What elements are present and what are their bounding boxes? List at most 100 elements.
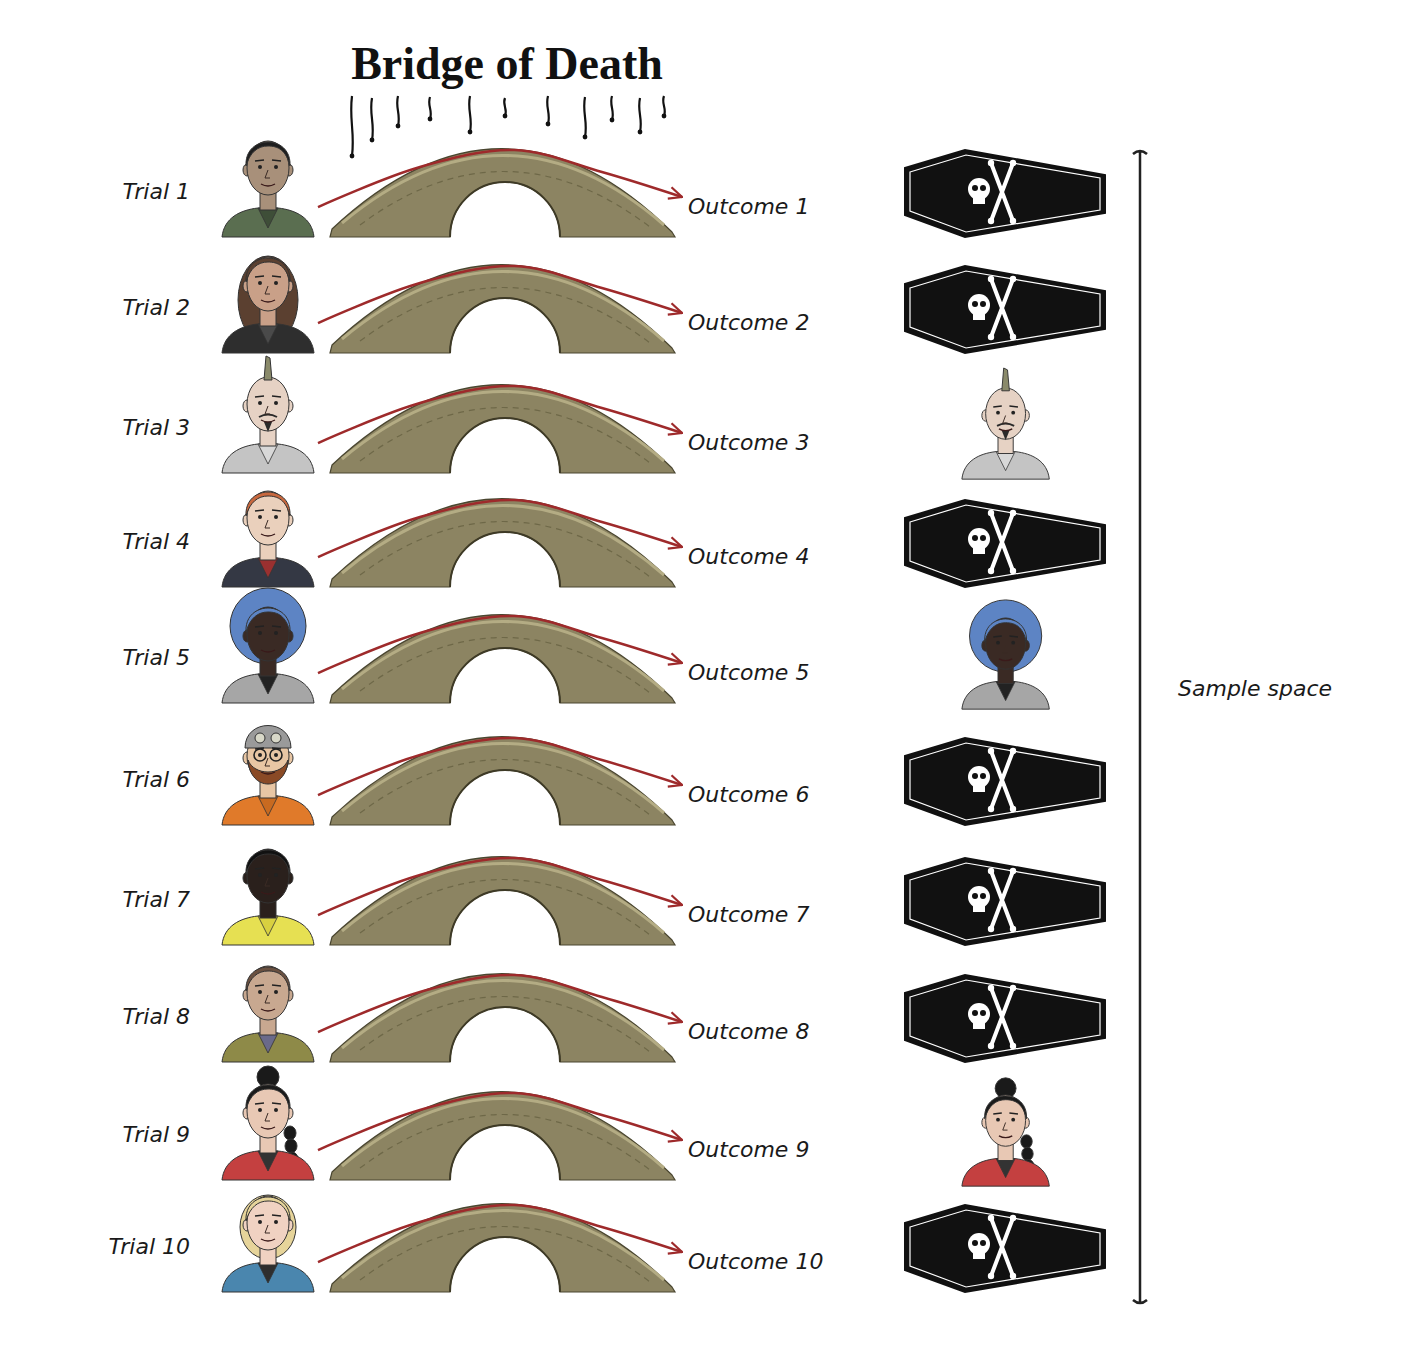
trial-box: Trial 9 [80, 1090, 318, 1180]
coffin-icon [905, 738, 1105, 825]
coffin-icon [1010, 1273, 1016, 1279]
face-illustration [258, 873, 262, 877]
face-illustration [985, 1096, 1027, 1119]
face-illustration [996, 1159, 1015, 1178]
face-illustration [258, 796, 278, 816]
bridge-illustration [342, 1210, 664, 1280]
face-illustration [999, 429, 1012, 431]
face-illustration [254, 749, 266, 761]
coffin-icon [1010, 334, 1016, 340]
face-illustration [274, 401, 278, 405]
face-illustration [258, 165, 262, 169]
coffin-icon [973, 197, 985, 204]
node-text: Outcome 8 [688, 1019, 809, 1045]
face-illustration [962, 600, 1049, 709]
trial-arrow [318, 1093, 682, 1150]
bridge-illustration [330, 737, 675, 825]
face-illustration [258, 515, 262, 519]
face-illustration [222, 1033, 314, 1062]
face-illustration [245, 726, 291, 749]
title-drips [396, 124, 401, 129]
bridge-illustration [360, 287, 650, 343]
face-illustration [240, 1195, 296, 1259]
face-illustration [993, 635, 1018, 637]
face-illustration [258, 324, 278, 344]
coffin-icon [968, 1003, 990, 1025]
face-illustration [258, 444, 278, 464]
coffin-icon [988, 218, 994, 224]
bridge-illustration [330, 385, 675, 473]
face-illustration [274, 165, 278, 169]
node-text: Outcome 10 [688, 1249, 823, 1275]
coffin-icon [991, 871, 1013, 929]
face-illustration [265, 170, 270, 178]
coffin-icon [905, 1205, 1105, 1292]
coffin-icon [1010, 1215, 1016, 1221]
trial-box: Trial 10 [80, 1202, 318, 1292]
bridge-illustration [360, 1226, 650, 1282]
coffin-icon [905, 858, 1105, 945]
coffin-icon [905, 266, 1105, 353]
bridge-illustration [360, 407, 650, 463]
bridge-illustration [450, 1125, 560, 1180]
coffin-icon [1010, 1043, 1016, 1049]
coffin-icon [1010, 568, 1016, 574]
trial-arrow [318, 266, 682, 323]
coffin-icon [910, 980, 1100, 1057]
coffin-icon [968, 528, 990, 550]
trial-box: Trial 3 [80, 383, 318, 473]
coffin-icon [968, 886, 990, 908]
title-drips [351, 96, 353, 156]
coffin-icon [905, 975, 1105, 1062]
node-text: Outcome 1 [688, 194, 809, 220]
face-illustration [248, 760, 288, 784]
outcome-box: Outcome 5 [682, 657, 815, 689]
node-text: Trial 5 [123, 645, 190, 671]
trial-arrow [318, 975, 682, 1032]
outcome-box: Outcome 4 [682, 541, 815, 573]
face-illustration [274, 753, 278, 757]
bridge-illustration [450, 1007, 560, 1062]
title-drips [662, 114, 667, 119]
face-illustration [222, 1151, 314, 1180]
title-drips [546, 122, 551, 127]
face-illustration [222, 726, 314, 826]
title-drips [611, 96, 613, 120]
title-drips [584, 97, 586, 137]
coffin-icon [991, 751, 1013, 809]
node-text: Trial 9 [123, 1122, 190, 1148]
bridge-illustration [342, 391, 664, 461]
coffin-icon [980, 773, 986, 779]
coffin-icon [1010, 748, 1016, 754]
outcome-box: Outcome 6 [682, 779, 815, 811]
face-illustration [258, 674, 278, 694]
coffin-icon [905, 975, 1105, 1062]
coffin-icon [968, 766, 990, 788]
coffin-icon [905, 738, 1105, 825]
node-text: Trial 2 [123, 295, 190, 321]
face-illustration [255, 396, 281, 397]
coffin-icon [980, 1240, 986, 1246]
coffin-icon [991, 163, 1013, 221]
face-illustration [222, 916, 314, 945]
face-illustration [258, 753, 262, 757]
face-illustration [222, 324, 314, 353]
bridge-illustration [342, 505, 664, 575]
face-illustration [997, 424, 1014, 426]
outcome-box: Outcome 7 [682, 899, 815, 931]
coffin-icon [973, 785, 985, 792]
bridge-illustration [330, 615, 675, 703]
coffin-icon [972, 301, 978, 307]
face-illustration [258, 990, 262, 994]
coffin-icon [910, 271, 1100, 348]
face-illustration [246, 850, 290, 874]
outcome-box: Outcome 9 [682, 1134, 815, 1166]
coffin-icon [972, 773, 978, 779]
bridge-illustration [450, 648, 560, 703]
bridge-illustration [450, 182, 560, 237]
sample-space-bracket [1133, 151, 1147, 1303]
bridge-illustration [342, 743, 664, 813]
bridge-illustration [450, 890, 560, 945]
coffin-icon [988, 1273, 994, 1279]
trial-arrow [318, 1205, 682, 1262]
